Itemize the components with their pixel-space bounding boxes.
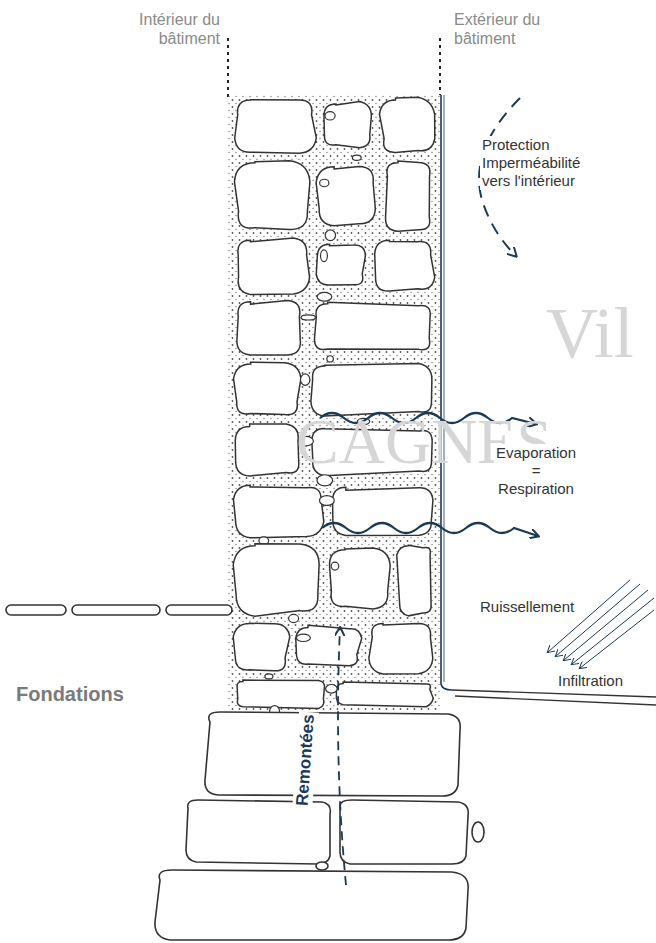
pebble (301, 315, 315, 320)
stone (386, 161, 430, 231)
stone (234, 161, 309, 230)
rain-lines (548, 580, 654, 668)
callout-label: Infiltration (556, 672, 625, 690)
stone (234, 362, 301, 414)
stone (369, 623, 433, 674)
exterior-coating (441, 95, 452, 690)
stone (316, 244, 365, 285)
pebble (265, 674, 273, 679)
interior-boundary (227, 38, 229, 100)
exterior-boundary (439, 38, 441, 95)
stone (233, 623, 290, 671)
stone (379, 97, 434, 152)
floor-slabs (6, 605, 232, 615)
exterior-coating (444, 95, 445, 682)
pebble (326, 685, 338, 694)
ground-line (452, 690, 656, 697)
foundation-stones (155, 712, 484, 940)
stone (237, 300, 301, 355)
stone (237, 680, 324, 708)
part-label: Fondations (14, 682, 126, 706)
pebble (321, 250, 328, 262)
pebble (296, 634, 310, 641)
stone (397, 545, 431, 616)
ground-line (455, 696, 656, 705)
stone (233, 485, 323, 537)
stone (330, 548, 391, 609)
mortar (228, 95, 440, 710)
watermark: Vil (546, 290, 634, 376)
pebble (320, 179, 329, 187)
pebble (327, 356, 334, 362)
stone (235, 100, 317, 154)
stone (296, 625, 362, 665)
location-label: Extérieur du bâtiment (452, 10, 556, 48)
stone (336, 682, 433, 707)
pebble (301, 374, 310, 385)
stone (233, 544, 319, 616)
callout-label: Evaporation = Respiration (494, 444, 578, 498)
location-label: Intérieur du bâtiment (128, 10, 222, 48)
pebble (289, 614, 299, 622)
pebble (325, 230, 335, 241)
pebble (319, 496, 334, 506)
callout-label: Ruissellement (478, 598, 576, 616)
pebble (317, 292, 332, 301)
callout-label: Protection Imperméabilité vers l'intérie… (480, 136, 588, 190)
pebble (325, 112, 335, 120)
pebble (331, 562, 339, 570)
evaporation-arrow (322, 523, 538, 536)
pebble (352, 155, 361, 160)
stone (314, 302, 430, 350)
stone (316, 167, 375, 226)
stone (324, 101, 371, 147)
stone (238, 238, 310, 295)
stone (235, 424, 299, 476)
rising-damp-arrow (338, 628, 346, 885)
stone (375, 240, 435, 291)
